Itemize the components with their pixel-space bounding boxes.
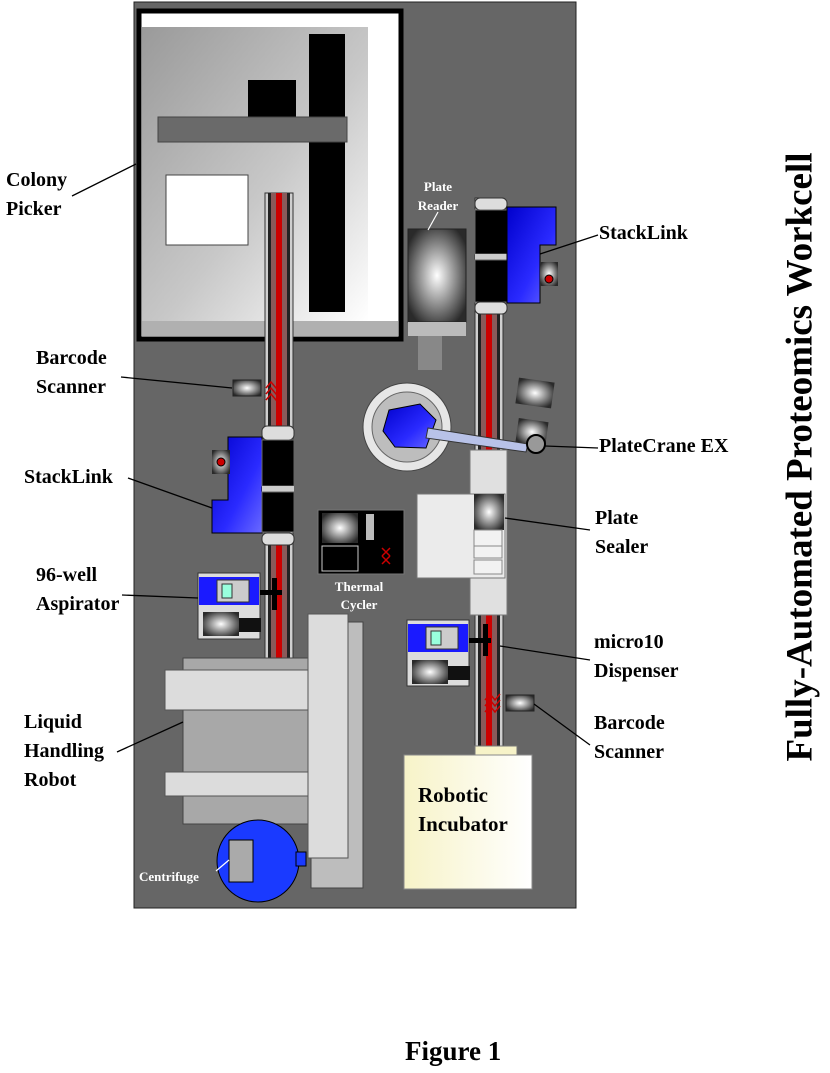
plate-sealer <box>416 449 508 616</box>
micro10-dispenser <box>406 619 491 687</box>
label-centrifuge: Centrifuge <box>139 869 199 884</box>
thermal-cycler <box>317 509 405 575</box>
right-barcode-scanner <box>484 692 535 714</box>
right-stacklink <box>474 197 558 315</box>
label-stacklink-left: StackLink <box>24 466 113 488</box>
leader-lines <box>71 163 599 753</box>
left-barcode-scanner <box>232 379 282 402</box>
colony-picker <box>136 8 404 342</box>
label-platecrane: PlateCrane EX <box>599 435 729 457</box>
centrifuge <box>215 819 307 903</box>
figure-caption: Figure 1 <box>405 1036 502 1066</box>
left-stacklink <box>211 425 295 546</box>
platecrane-ex <box>362 377 555 472</box>
liquid-handling-robot <box>164 613 364 889</box>
aspirator <box>197 572 282 640</box>
robotic-incubator <box>403 745 533 890</box>
diagram-title: Fully-Automated Proteomics Workcell <box>779 152 821 762</box>
plate-reader <box>407 211 467 370</box>
label-stacklink-right: StackLink <box>599 222 688 244</box>
